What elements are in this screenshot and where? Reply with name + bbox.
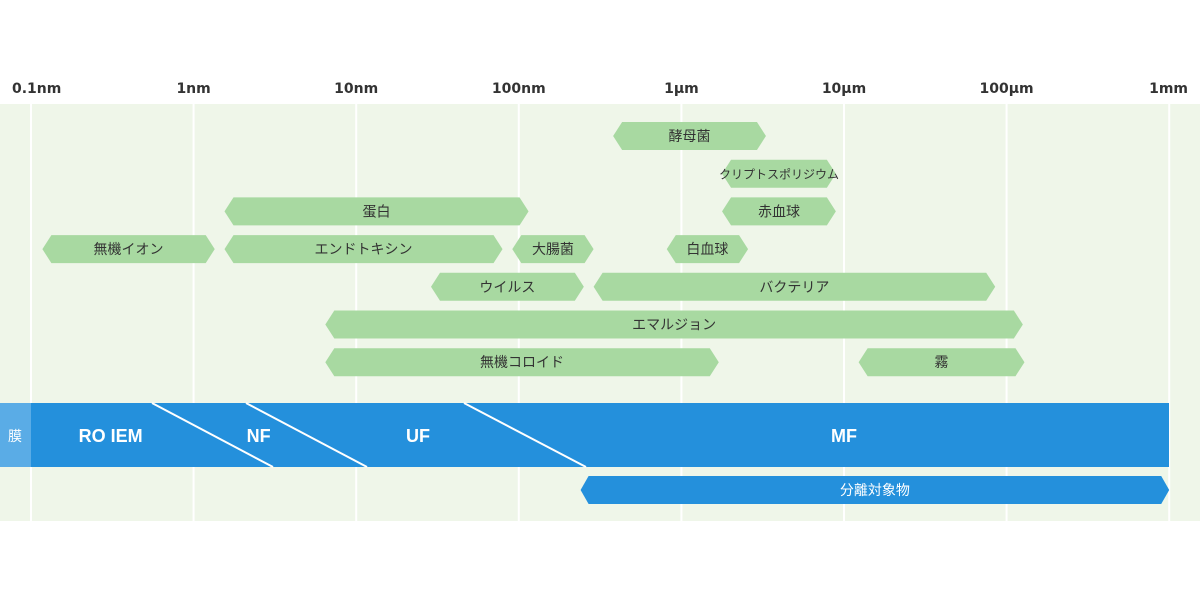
membrane-label-box — [0, 403, 31, 467]
membrane-band: 膜 RO IEM NF UF MF — [0, 402, 1169, 468]
scale-tick-label: 1nm — [176, 81, 210, 97]
object-bar-shape — [722, 197, 836, 226]
object-bar-label: 酵母菌 — [669, 129, 711, 145]
object-bar: ウイルス — [430, 272, 584, 301]
scale-tick-label: 0.1nm — [12, 81, 61, 97]
scale-tick-label: 10μm — [822, 81, 866, 97]
membrane-divider — [463, 402, 587, 468]
separation-target-shape — [580, 476, 1170, 504]
object-bar-shape — [722, 159, 836, 188]
object-bar-label: エマルジョン — [632, 318, 716, 334]
membrane-band-label: RO IEM — [79, 426, 143, 446]
object-bar-label: ウイルス — [479, 280, 535, 296]
object-bar-label: クリプトスポリジウム — [719, 168, 839, 182]
membrane-divider — [245, 402, 368, 468]
object-bar: クリプトスポリジウム — [719, 159, 839, 188]
object-bar-shape — [512, 235, 594, 264]
object-bar-shape — [325, 310, 1023, 339]
scale-tick-label: 1mm — [1149, 81, 1188, 97]
object-bar-shape — [593, 272, 996, 301]
object-bar-shape — [224, 197, 529, 226]
object-bar-shape — [666, 235, 749, 264]
membrane-band-label: NF — [247, 426, 271, 446]
object-bar-label: 赤血球 — [758, 204, 800, 220]
object-bar-label: 大腸菌 — [532, 242, 574, 258]
separation-target-label: 分離対象物 — [840, 482, 910, 499]
object-bar-label: 無機コロイド — [480, 355, 564, 371]
object-bar-label: 白血球 — [686, 242, 728, 258]
scale-tick-label: 100nm — [492, 81, 546, 97]
scale-tick-label: 1μm — [664, 81, 699, 97]
object-bar-shape — [430, 272, 584, 301]
object-bar: バクテリア — [593, 272, 996, 301]
object-bar-label: 無機イオン — [94, 242, 164, 258]
scale-tick-label: 10nm — [334, 81, 378, 97]
object-bar-label: 霧 — [935, 355, 949, 371]
scale-tick-label: 100μm — [980, 81, 1034, 97]
object-bar-shape — [42, 235, 215, 264]
object-bar-shape — [858, 348, 1025, 377]
membrane-band-label: UF — [406, 426, 430, 446]
object-bar: エマルジョン — [325, 310, 1023, 339]
object-bar: 無機コロイド — [325, 348, 719, 377]
object-bar: 無機イオン — [42, 235, 215, 264]
object-bar: 霧 — [858, 348, 1025, 377]
object-bar-shape — [325, 348, 719, 377]
object-bar: 蛋白 — [224, 197, 529, 226]
object-bar-label: エンドトキシン — [315, 242, 413, 258]
membrane-divider — [151, 402, 274, 468]
object-bar: エンドトキシン — [224, 235, 503, 264]
object-bar-shape — [613, 122, 766, 150]
object-bar: 赤血球 — [722, 197, 836, 226]
object-bar-label: バクテリア — [759, 280, 829, 296]
object-bar: 大腸菌 — [512, 235, 594, 264]
object-bar: 酵母菌 — [613, 122, 766, 150]
membrane-band-bar — [31, 403, 1169, 467]
membrane-band-label: MF — [831, 426, 857, 446]
scale-tick-labels: 0.1nm 1nm 10nm 100nm 1μm 10μm 100μm 1mm — [12, 81, 1188, 97]
separation-target-bar: 分離対象物 — [580, 476, 1170, 504]
object-bar: 白血球 — [666, 235, 749, 264]
object-bar-shape — [224, 235, 503, 264]
membrane-label: 膜 — [8, 429, 22, 445]
object-bar-label: 蛋白 — [363, 204, 391, 220]
